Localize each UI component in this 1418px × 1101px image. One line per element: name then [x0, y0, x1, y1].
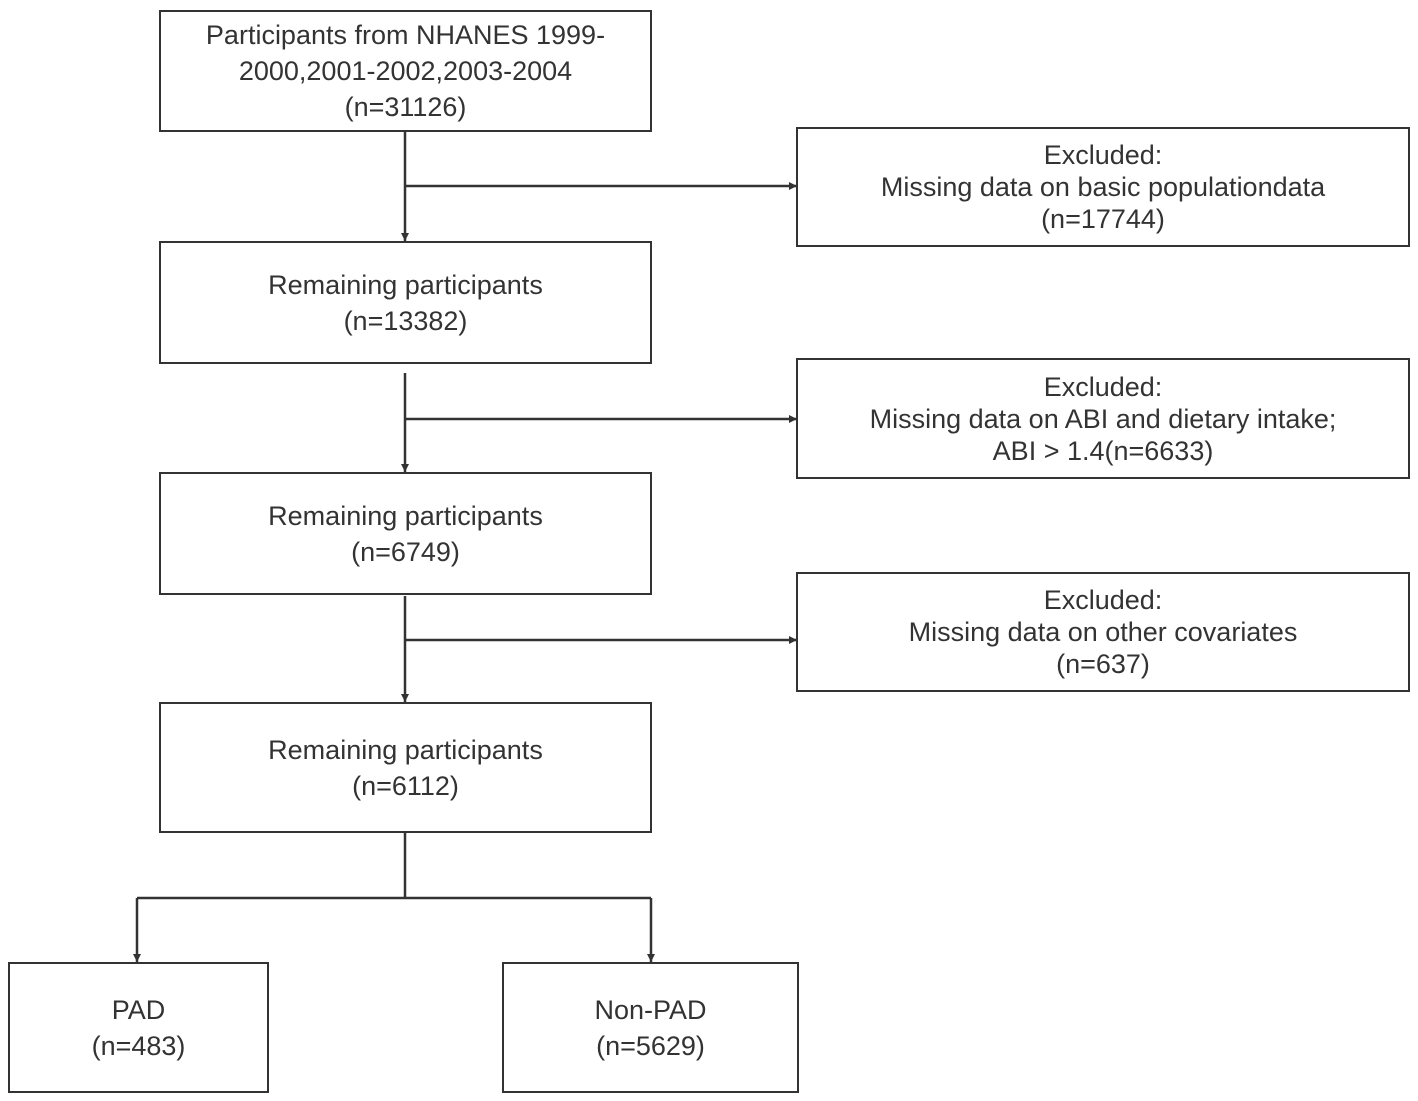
remaining1-label: Remaining participants [268, 269, 543, 300]
remaining2-box: Remaining participants (n=6749) [159, 472, 652, 595]
remaining3-label: Remaining participants [268, 734, 543, 765]
exclusion1-reason: Missing data on basic populationdata [880, 172, 1326, 202]
start-line2: 2000,2001-2002,2003-2004 [238, 56, 573, 86]
exclusion2-reason2: ABI > 1.4(n=6633) [992, 435, 1214, 466]
pad-label: PAD [111, 994, 166, 1025]
remaining2-count: (n=6749) [351, 536, 460, 567]
start-box: Participants from NHANES 1999- 2000,2001… [159, 10, 652, 132]
remaining3-box: Remaining participants (n=6112) [159, 702, 652, 833]
pad-box: PAD (n=483) [8, 962, 269, 1093]
exclusion1-count: (n=17744) [1041, 204, 1165, 234]
exclusion3-count: (n=637) [1056, 649, 1150, 679]
remaining1-box: Remaining participants (n=13382) [159, 241, 652, 364]
remaining2-label: Remaining participants [268, 500, 543, 531]
exclusion1-box: Excluded: Missing data on basic populati… [796, 127, 1410, 247]
exclusion2-reason: Missing data on ABI and dietary intake; [869, 403, 1337, 434]
exclusion3-heading: Excluded: [1043, 585, 1163, 615]
start-count: (n=31126) [344, 92, 467, 122]
pad-count: (n=483) [91, 1030, 186, 1061]
exclusion1-heading: Excluded: [1043, 140, 1163, 170]
exclusion3-reason: Missing data on other covariates [908, 617, 1298, 647]
start-line1: Participants from NHANES 1999- [205, 20, 606, 50]
remaining1-count: (n=13382) [343, 305, 468, 336]
remaining3-count: (n=6112) [352, 770, 459, 801]
non-pad-label: Non-PAD [594, 994, 707, 1025]
non-pad-box: Non-PAD (n=5629) [502, 962, 799, 1093]
exclusion2-heading: Excluded: [1043, 371, 1163, 402]
exclusion3-box: Excluded: Missing data on other covariat… [796, 572, 1410, 692]
exclusion2-box: Excluded: Missing data on ABI and dietar… [796, 358, 1410, 479]
non-pad-count: (n=5629) [596, 1030, 705, 1061]
